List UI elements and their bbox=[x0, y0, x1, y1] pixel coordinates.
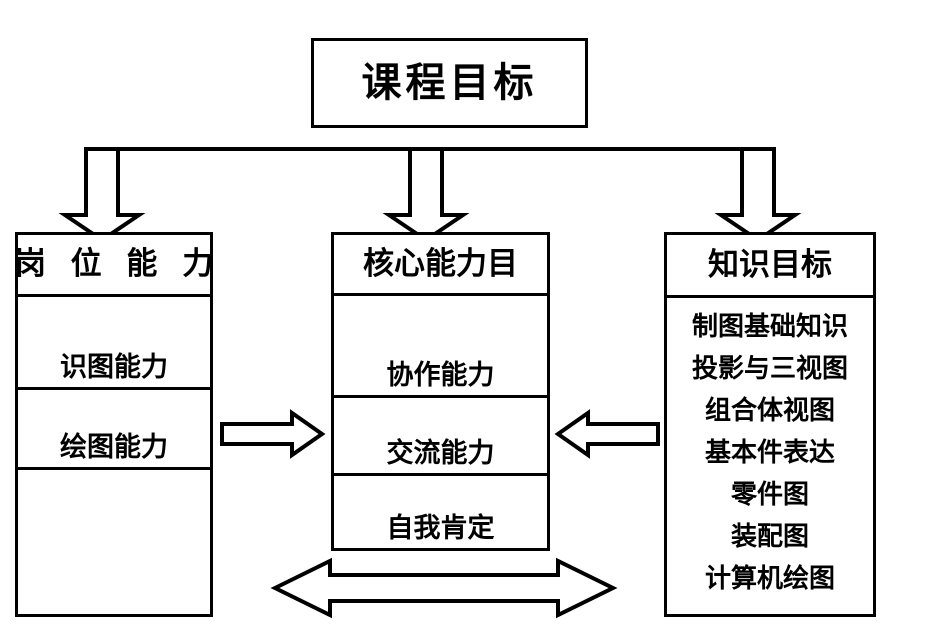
down-arrow-right bbox=[714, 147, 802, 243]
cell-job-ability-2 bbox=[18, 470, 210, 614]
cell-core-ability-2: 自我肯定 bbox=[334, 476, 547, 548]
arrow-right-to-middle bbox=[554, 409, 660, 459]
title-box: 课程目标 bbox=[311, 38, 588, 128]
cell-core-ability-0-label: 协作能力 bbox=[386, 360, 495, 391]
list-item: 零件图 bbox=[730, 480, 809, 510]
cell-job-ability-1: 绘图能力 bbox=[18, 390, 210, 470]
column-core-ability: 核心能力目 协作能力 交流能力 自我肯定 bbox=[331, 232, 550, 551]
column-core-ability-header-label: 核心能力目 bbox=[363, 245, 518, 282]
column-knowledge-goal-header: 知识目标 bbox=[667, 235, 873, 298]
list-item: 计算机绘图 bbox=[704, 564, 835, 594]
list-item: 制图基础知识 bbox=[691, 312, 848, 342]
down-arrow-left bbox=[58, 147, 146, 243]
column-job-ability-header-label: 岗 位 能 力 bbox=[14, 246, 221, 282]
cell-core-ability-1-label: 交流能力 bbox=[386, 438, 495, 469]
knowledge-goal-list: 制图基础知识 投影与三视图 组合体视图 基本件表达 零件图 装配图 计算机绘图 bbox=[667, 298, 873, 614]
cell-job-ability-1-label: 绘图能力 bbox=[60, 432, 168, 463]
down-arrow-middle bbox=[382, 147, 470, 243]
column-knowledge-goal-header-label: 知识目标 bbox=[708, 246, 832, 283]
title-box-label: 课程目标 bbox=[361, 60, 538, 106]
list-item: 基本件表达 bbox=[704, 438, 835, 468]
column-job-ability-header: 岗 位 能 力 bbox=[15, 235, 213, 297]
list-item: 装配图 bbox=[730, 522, 809, 552]
list-item: 组合体视图 bbox=[704, 396, 835, 426]
cell-job-ability-0: 识图能力 bbox=[18, 297, 210, 390]
column-core-ability-header: 核心能力目 bbox=[334, 235, 547, 296]
cell-core-ability-0: 协作能力 bbox=[334, 296, 547, 398]
arrow-left-to-middle bbox=[220, 409, 326, 459]
cell-job-ability-0-label: 识图能力 bbox=[60, 352, 168, 383]
column-job-ability: 岗 位 能 力 识图能力 绘图能力 bbox=[15, 232, 213, 617]
column-knowledge-goal: 知识目标 制图基础知识 投影与三视图 组合体视图 基本件表达 零件图 装配图 计… bbox=[664, 232, 876, 617]
double-headed-arrow-bottom bbox=[270, 557, 618, 619]
cell-core-ability-1: 交流能力 bbox=[334, 398, 547, 476]
cell-core-ability-2-label: 自我肯定 bbox=[386, 513, 495, 544]
list-item: 投影与三视图 bbox=[691, 354, 848, 384]
